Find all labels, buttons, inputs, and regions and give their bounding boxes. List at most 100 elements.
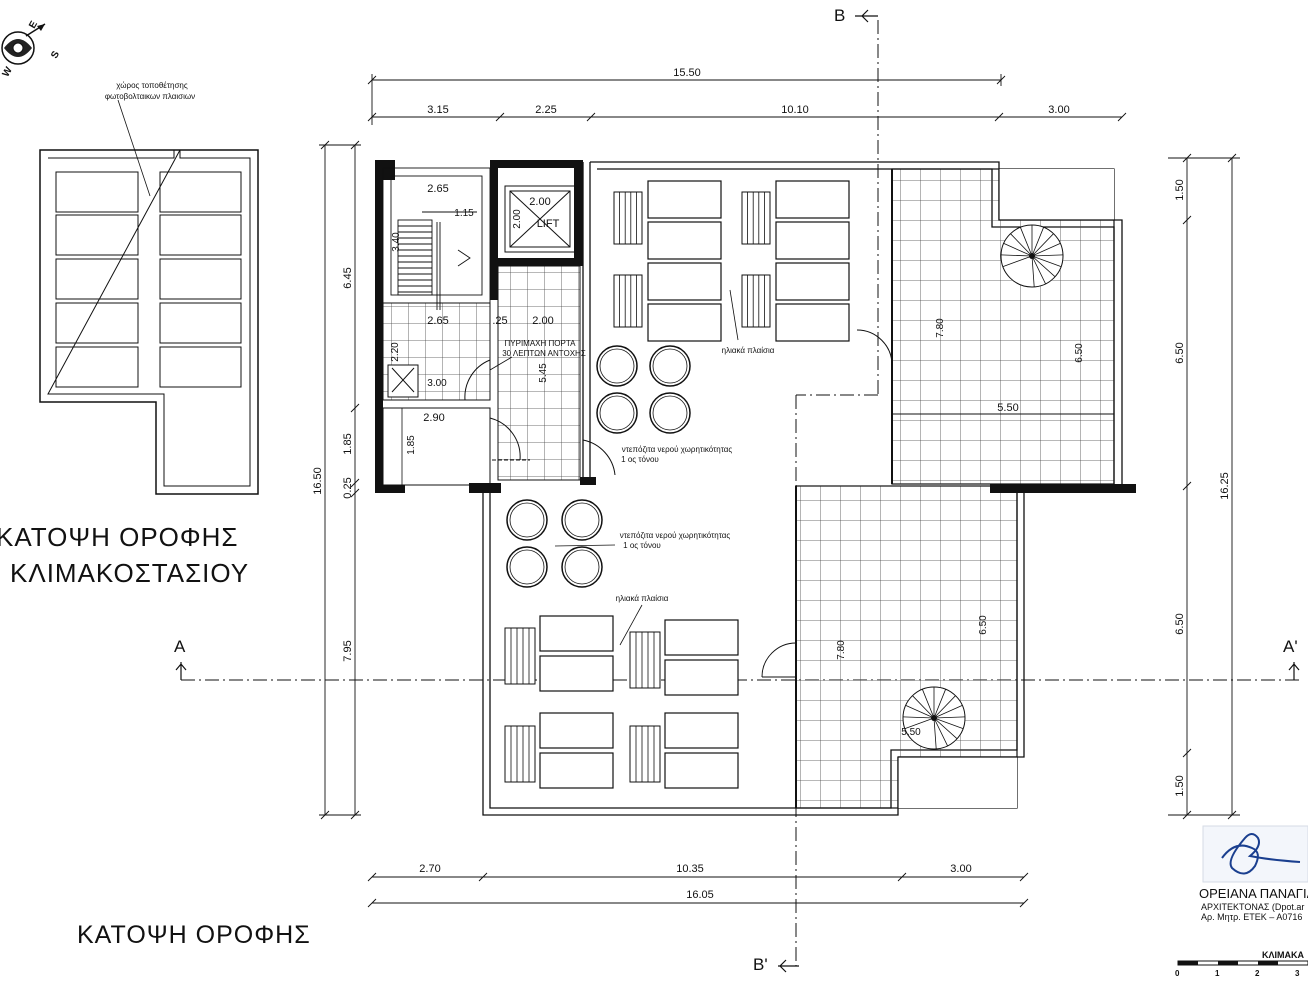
solar-frame <box>629 725 661 783</box>
pv-panel <box>159 214 242 256</box>
solar-frame <box>629 631 661 689</box>
solar-panel <box>664 659 739 696</box>
stair-roof-note-line1: χώρος τοποθέτησης <box>116 81 188 90</box>
solar-panel <box>775 221 850 260</box>
solar-panel <box>539 655 614 692</box>
pv-panel <box>159 346 242 388</box>
dim-left-part-4: 7.95 <box>342 640 354 661</box>
dim-terrace1-v: 7.80 <box>935 318 946 338</box>
signature-stamp <box>1202 825 1308 883</box>
solar-panel <box>539 712 614 749</box>
scale-tick-2: 2 <box>1255 969 1260 978</box>
dim-stair-h: 3.40 <box>391 232 402 252</box>
pv-panel <box>55 171 139 213</box>
scale-label: ΚΛΙΜΑΚΑ <box>1262 950 1304 960</box>
corridor-floor <box>497 265 581 481</box>
dimension-lines <box>319 74 1240 908</box>
solar-panel <box>647 262 722 301</box>
water-tank-inner <box>509 549 545 585</box>
fire-door-label-1: ΠΥΡΙΜΑΧΗ ΠΟΡΤΑ <box>505 339 577 348</box>
walls <box>375 160 1136 493</box>
solar-label-bottom: ηλιακά πλαίσια <box>616 594 669 603</box>
water-tank-inner <box>509 502 545 538</box>
water-tank-inner <box>564 549 600 585</box>
roof-plan-title: ΚΑΤΟΨΗ ΟΡΟΦΗΣ <box>77 921 311 949</box>
lift-label: LIFT <box>537 218 560 230</box>
dim-top-part-1: 3.15 <box>427 104 448 116</box>
section-lines <box>181 20 1300 966</box>
dim-top-part-2: 2.25 <box>535 104 556 116</box>
solar-panel <box>775 180 850 219</box>
compass-icon: W E S <box>1 19 63 79</box>
dim-lift-h: 2.00 <box>512 209 523 229</box>
signature-mark <box>1221 833 1301 875</box>
water-tank <box>561 499 603 541</box>
solar-panel <box>539 752 614 789</box>
water-tank-inner <box>652 348 688 384</box>
dim-top-total: 15.50 <box>673 67 701 79</box>
solar-panel <box>664 752 739 789</box>
dim-lobby-d: 3.00 <box>427 378 447 389</box>
dim-stair-w: 2.65 <box>427 183 448 195</box>
terrace-lower <box>795 485 1018 809</box>
water-tank-inner <box>599 395 635 431</box>
solar-panel <box>775 262 850 301</box>
dim-terrace1-h: 5.50 <box>997 402 1018 414</box>
dim-lobby-c: 2.00 <box>532 315 553 327</box>
pv-panel <box>55 258 139 300</box>
dim-left-part-3: 0.25 <box>342 477 354 498</box>
dim-right-part-3: 6.50 <box>1174 613 1186 634</box>
compass-letter-w: W <box>1 65 16 79</box>
stair-roof-plan: χώρος τοποθέτησης φωτοβολταικων πλαισιων <box>39 81 259 495</box>
solar-frame <box>504 627 536 685</box>
tanks-label-top-1: ντεπόζιτα νερού χωρητικότητας <box>622 445 733 454</box>
dim-lift-w: 2.00 <box>529 196 550 208</box>
pv-panel <box>159 302 242 344</box>
dim-corridor-h: 5.45 <box>538 363 549 383</box>
storage-room <box>382 407 491 486</box>
solar-frame <box>741 191 771 245</box>
solar-panel <box>775 303 850 342</box>
stair-roof-title-line1: ΚΑΤΟΨΗ ΟΡΟΦΗΣ <box>0 522 239 552</box>
water-tank <box>506 546 548 588</box>
dim-left-part-2: 1.85 <box>342 433 354 454</box>
dim-terrace2-h: 5.50 <box>901 727 921 738</box>
scale-tick-0: 0 <box>1175 969 1180 978</box>
dim-terrace2-v2: 6.50 <box>978 615 989 635</box>
compass-letter-s: S <box>49 49 62 61</box>
water-tank <box>561 546 603 588</box>
water-tank-inner <box>599 348 635 384</box>
water-tanks <box>506 345 691 588</box>
solar-frame <box>741 274 771 328</box>
solar-label-top: ηλιακά πλαίσια <box>722 346 775 355</box>
section-mark-b-bottom: B' <box>753 955 768 974</box>
tanks-label-bottom-1: ντεπόζιτα νερού χωρητικότητας <box>620 531 731 540</box>
dim-bottom-part-1: 2.70 <box>419 863 440 875</box>
dim-bottom-part-2: 10.35 <box>676 863 704 875</box>
compass-letter-e: E <box>27 19 40 31</box>
fire-door-label-2: 30 ΛΕΠΤΩΝ ΑΝΤΟΧΗΣ <box>502 349 586 358</box>
dim-left-total: 16.50 <box>312 467 324 495</box>
section-mark-a-left: A <box>174 637 186 656</box>
section-arrows <box>175 9 1300 973</box>
dim-stair-small: 1.15 <box>454 208 474 219</box>
solar-panel <box>664 712 739 749</box>
lift-shaft <box>504 185 576 253</box>
section-mark-a-right: A' <box>1283 637 1298 656</box>
solar-panel <box>647 180 722 219</box>
stair-roof-title-line2: ΚΛΙΜΑΚΟΣΤΑΣΙΟΥ <box>10 558 250 588</box>
scale-tick-3: 3 <box>1295 969 1300 978</box>
dim-lobby-h: 2.20 <box>390 342 401 362</box>
dim-room-w: 2.90 <box>423 412 444 424</box>
dim-lobby-a: 2.65 <box>427 315 448 327</box>
dim-bottom-total: 16.05 <box>686 889 714 901</box>
pv-panel <box>55 214 139 256</box>
signature-name: ΟΡΕΙΑΝΑ ΠΑΝΑΓΙΔ <box>1199 886 1308 901</box>
stair-hall <box>382 167 491 310</box>
dim-right-part-2: 6.50 <box>1174 342 1186 363</box>
water-tank-inner <box>564 502 600 538</box>
terrace-upper <box>891 168 1115 485</box>
pv-panel <box>159 258 242 300</box>
dim-left-part-1: 6.45 <box>342 267 354 288</box>
